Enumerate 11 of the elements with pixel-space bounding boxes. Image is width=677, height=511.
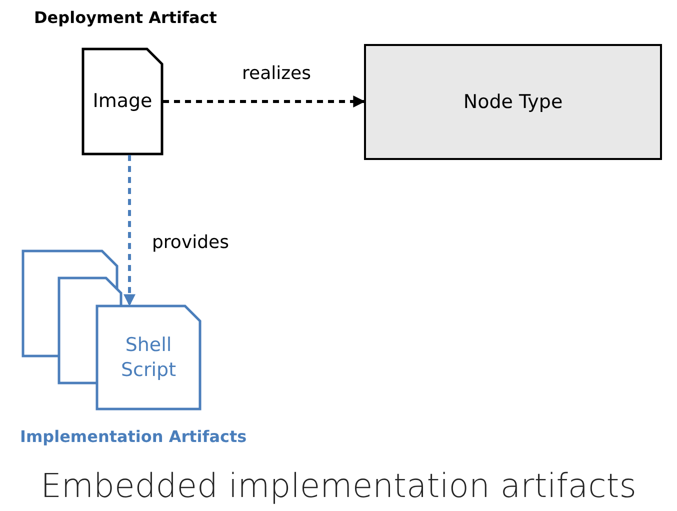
section-heading: Deployment Artifact (34, 8, 217, 27)
node-label: Node Type (462, 90, 564, 114)
arrow (124, 155, 136, 306)
caption: Embedded implementation artifacts (40, 466, 638, 505)
node-type-box (364, 44, 662, 160)
artifact-document (96, 305, 201, 410)
node-label: Image (92, 89, 154, 114)
node-label: Shell Script (120, 332, 178, 382)
section-heading: Implementation Artifacts (20, 427, 247, 446)
arrow (163, 96, 366, 108)
artifact-document (82, 48, 163, 155)
